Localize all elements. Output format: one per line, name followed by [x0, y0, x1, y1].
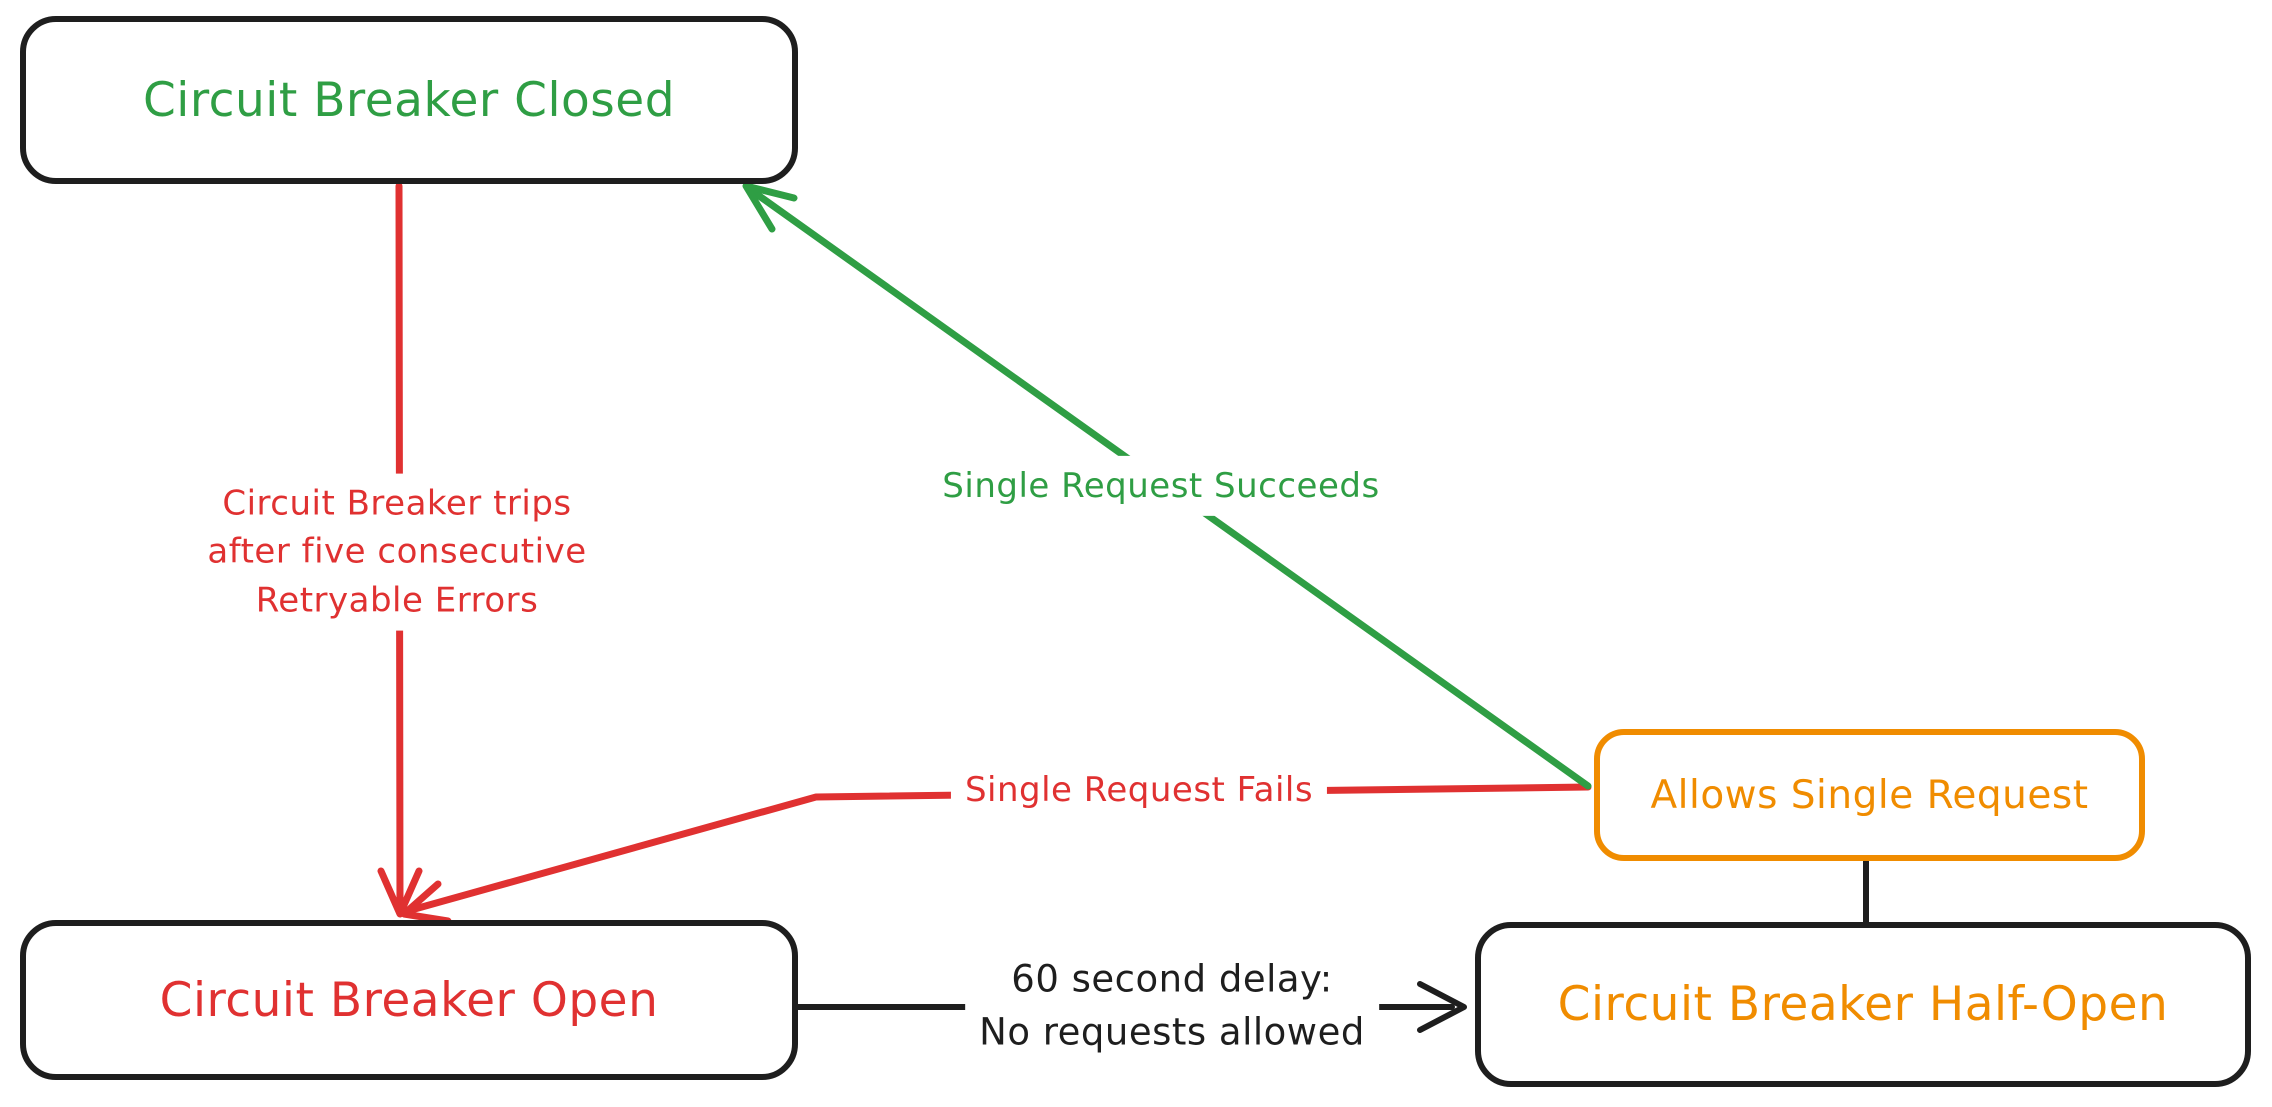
node-circuit-breaker-open: Circuit Breaker Open [20, 920, 798, 1080]
edge-label-delay-line1: 60 second delay: [1011, 957, 1333, 1001]
edge-label-delay-line2: No requests allowed [979, 1010, 1365, 1053]
node-allows-single-request: Allows Single Request [1594, 729, 2145, 861]
edge-delay-arrowhead-icon [1417, 981, 1467, 1033]
edge-label-fails: Single Request Fails [950, 759, 1328, 821]
edge-label-trips: Circuit Breaker trips after five consecu… [193, 473, 601, 631]
edge-label-trips-line3: Retryable Errors [255, 580, 539, 621]
edge-fails-arrowhead-icon [400, 880, 452, 925]
edge-label-delay: 60 second delay: No requests allowed [965, 947, 1379, 1065]
edge-trips-arrowhead-icon [377, 867, 423, 918]
node-circuit-breaker-half-open: Circuit Breaker Half-Open [1475, 922, 2251, 1087]
edge-succeeds-arrowhead-icon [742, 182, 798, 233]
edge-label-trips-line2: after five consecutive [207, 531, 587, 572]
edge-fails-line [400, 783, 1592, 916]
edge-label-succeeds: Single Request Succeeds [928, 455, 1394, 517]
node-circuit-breaker-closed: Circuit Breaker Closed [20, 16, 798, 184]
edge-label-trips-line1: Circuit Breaker trips [222, 483, 572, 524]
